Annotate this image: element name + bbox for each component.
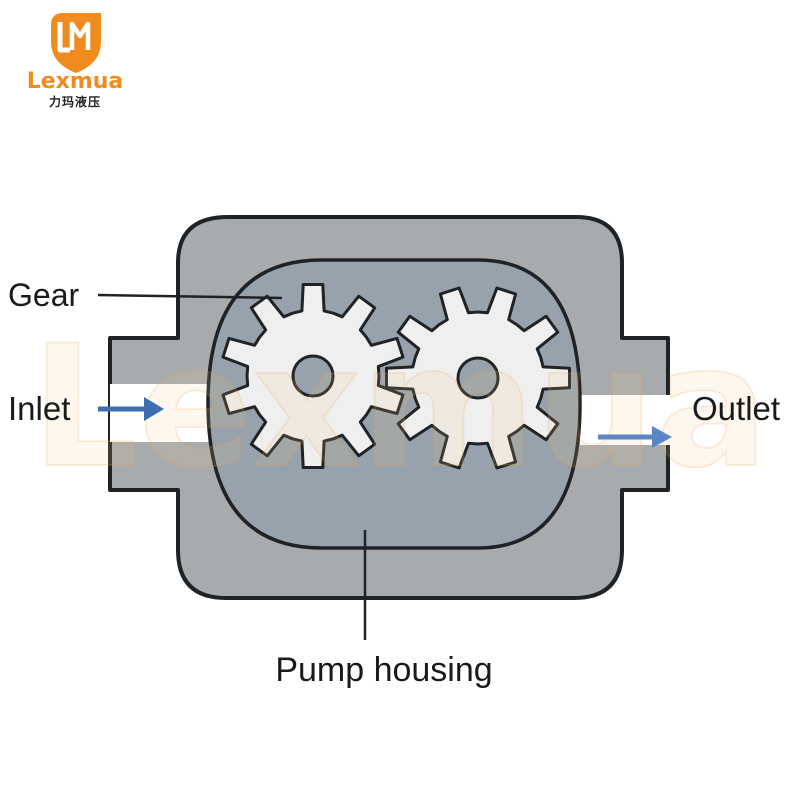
arrow-right-icon xyxy=(98,397,164,421)
brand-subtitle: 力玛液压 xyxy=(49,94,101,109)
inlet-label: Inlet xyxy=(8,390,70,427)
pump-housing-label: Pump housing xyxy=(275,651,492,689)
gear-hub xyxy=(291,354,335,398)
pump-assembly xyxy=(108,215,670,600)
gear-icon xyxy=(221,283,405,469)
brand-name: Lexmua xyxy=(27,69,124,94)
brand-logo: LM Lexmua 力玛液压 xyxy=(27,0,124,109)
gear-icon xyxy=(385,286,571,470)
arrow-right-icon xyxy=(598,426,672,448)
lexmua-logo-icon: LM xyxy=(51,0,101,74)
logo-mark-letters: LM xyxy=(76,0,78,1)
outlet-label: Outlet xyxy=(692,390,780,427)
gear-label: Gear xyxy=(8,277,79,313)
gear-leader-line xyxy=(97,293,283,300)
gear-hub xyxy=(456,356,500,400)
inlet-port xyxy=(110,384,220,442)
